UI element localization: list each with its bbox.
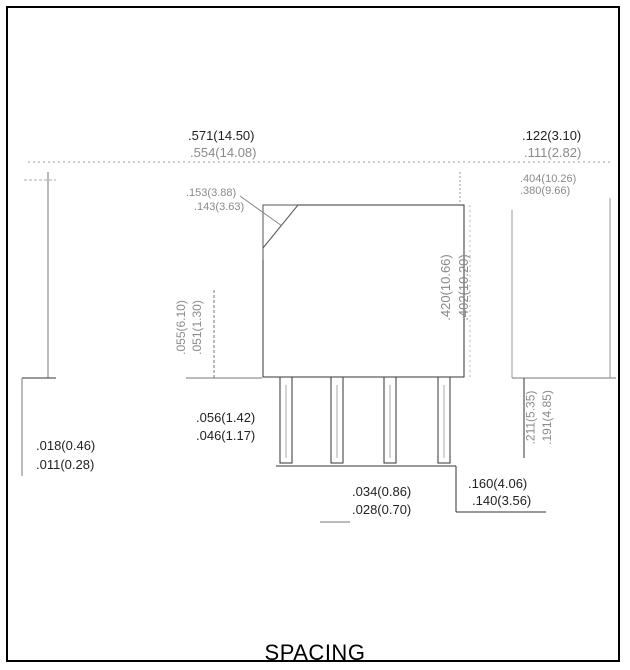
dim-lead-pitch-gap-min: .028(0.70) (352, 502, 412, 517)
dim-lead-width-max: .056(1.42) (196, 410, 256, 425)
dim-tab-width-min: .380(9.66) (520, 185, 571, 197)
dim-lead-thickness-max: .018(0.46) (36, 438, 96, 453)
dim-top-width-min: .554(14.08) (190, 145, 257, 160)
dim-lead-length-max: .211(5.35) (523, 390, 538, 445)
dim-lead-width-min: .046(1.17) (196, 428, 256, 443)
caption: SPACING (264, 640, 366, 665)
dim-lead-thickness-min: .011(0.28) (36, 457, 95, 472)
dim-top-right-max: .122(3.10) (522, 128, 582, 143)
component-body (262, 204, 465, 378)
leads (279, 376, 451, 464)
dim-body-height-max: .420(10.66) (437, 254, 453, 321)
dim-lead-pitch-gap-max: .034(0.86) (352, 484, 412, 499)
dim-pitch-min: .140(3.56) (472, 493, 532, 508)
drawing-frame (6, 6, 620, 662)
dim-hole-dia-min: .143(3.63) (194, 201, 245, 213)
dim-body-height-min: .402(10.20) (455, 254, 471, 321)
dim-top-right-min: .111(2.82) (524, 145, 582, 160)
dim-pitch-max: .160(4.06) (468, 476, 528, 491)
dim-top-width-max: .571(14.50) (188, 128, 255, 143)
dim-body-lower-max: .055(6.10) (173, 300, 188, 355)
dim-body-lower-min: .051(1.30) (189, 300, 204, 355)
dim-lead-length-min: .191(4.85) (539, 390, 554, 445)
chamfer-mark (262, 204, 300, 249)
dim-hole-dia-max: .153(3.88) (186, 187, 237, 199)
dim-tab-width-max: .404(10.26) (520, 173, 577, 185)
